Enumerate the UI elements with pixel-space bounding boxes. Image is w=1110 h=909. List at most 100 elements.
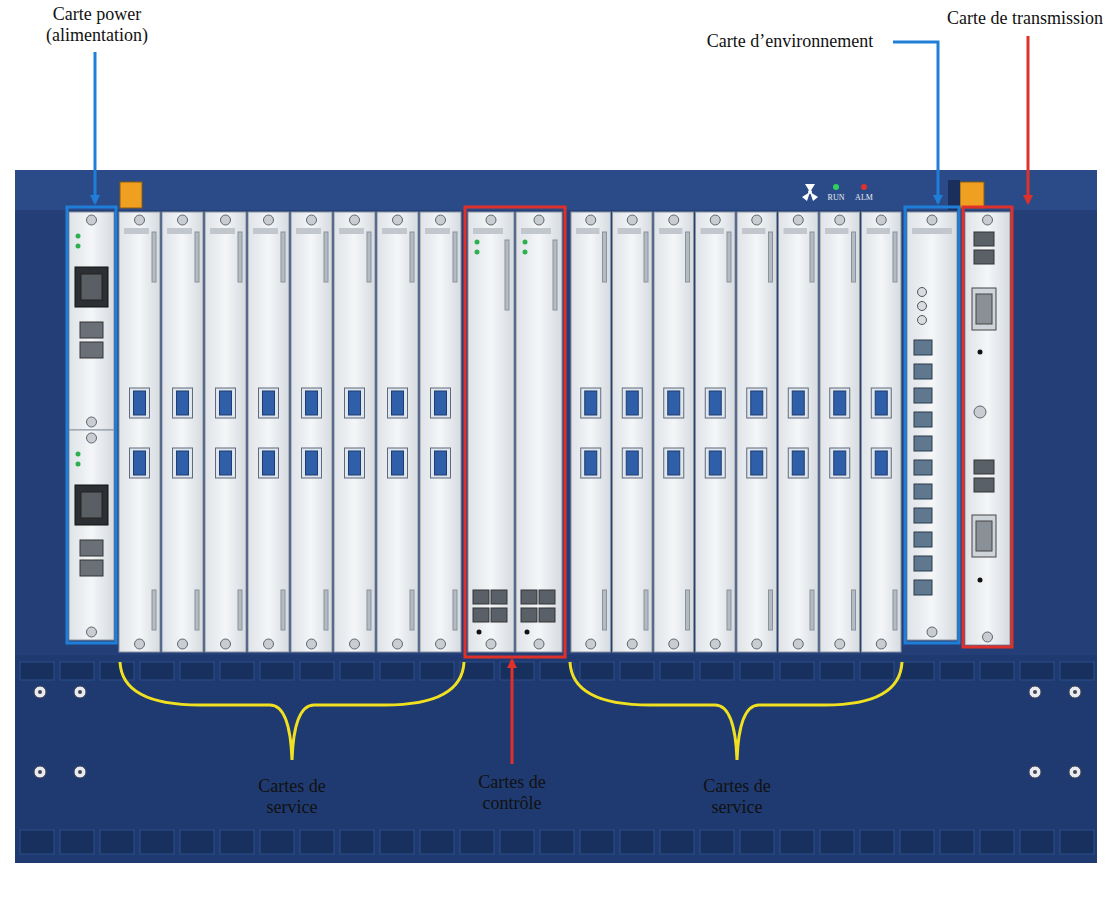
- sfp-port: [875, 451, 887, 475]
- leader-arrow: [1027, 36, 1030, 203]
- card-screw: [436, 639, 446, 649]
- card-screw: [586, 639, 596, 649]
- power-connector: [75, 485, 108, 525]
- port-cage: [259, 388, 279, 418]
- rail-tile: [500, 662, 534, 680]
- rivet: [74, 686, 86, 698]
- sfp-port: [263, 451, 275, 475]
- callout-label: Cartes de service: [677, 776, 797, 817]
- sfp-port: [792, 391, 804, 415]
- rail-tile: [420, 662, 454, 680]
- rj45-port: [80, 540, 103, 556]
- orange-latch: [960, 182, 984, 208]
- power-socket: [81, 492, 102, 518]
- ejector: [644, 590, 648, 630]
- status-led: [475, 250, 480, 255]
- ejector: [603, 232, 607, 282]
- card-screw: [350, 215, 360, 225]
- rail-tile: [380, 662, 414, 680]
- rail-tile: [980, 830, 1014, 854]
- rail-tile: [1020, 830, 1054, 854]
- card-screw: [135, 639, 145, 649]
- yellow-bracket: [120, 662, 464, 760]
- rivet: [1029, 766, 1041, 778]
- card-screw: [534, 639, 544, 649]
- rail-tile: [940, 830, 974, 854]
- card-panel: [696, 212, 736, 652]
- sfp-port: [585, 451, 597, 475]
- ejector: [553, 240, 557, 310]
- rail-tile: [500, 830, 534, 854]
- card-panel: [420, 212, 461, 652]
- sfp-port: [435, 391, 447, 415]
- card-panel: [965, 212, 1010, 645]
- ejector: [686, 590, 690, 630]
- status-led: [76, 234, 81, 239]
- port-cage: [130, 448, 150, 478]
- rail-tile: [60, 662, 94, 680]
- rivet: [34, 686, 46, 698]
- card-screw: [436, 215, 446, 225]
- card-label-plate: [124, 228, 149, 234]
- port-cage: [388, 388, 408, 418]
- sfp-port: [585, 391, 597, 415]
- rivet: [1069, 686, 1081, 698]
- rj45-port: [914, 460, 932, 475]
- rj45-port: [914, 412, 932, 427]
- callout-label: Carte d’environnement: [707, 31, 873, 52]
- card-screw: [876, 639, 886, 649]
- rail-tile: [420, 830, 454, 854]
- ejector: [324, 232, 328, 282]
- rj45-port: [80, 342, 103, 358]
- card-screw: [983, 215, 993, 225]
- rail-tile: [700, 662, 734, 680]
- indicator-label: ALM: [855, 193, 873, 202]
- port-cage: [747, 448, 767, 478]
- rail-tile: [140, 662, 174, 680]
- card-screw: [627, 639, 637, 649]
- rail-tile: [220, 662, 254, 680]
- card-label-plate: [867, 228, 891, 234]
- card-label-plate: [825, 228, 849, 234]
- db-connector: [972, 515, 996, 557]
- rail-tile: [20, 830, 54, 854]
- sfp-port: [834, 451, 846, 475]
- ejector: [893, 232, 897, 282]
- rail-tile: [940, 662, 974, 680]
- leader-arrow: [893, 42, 938, 203]
- rail-tile: [1020, 662, 1054, 680]
- sensor-port: [918, 302, 927, 311]
- leader-arrow: [511, 660, 514, 764]
- orange-latch: [120, 182, 142, 208]
- ejector: [686, 232, 690, 282]
- sfp-port: [177, 391, 189, 415]
- port-cage: [788, 388, 808, 418]
- card-screw: [393, 215, 403, 225]
- rj45-port: [491, 590, 507, 604]
- db-connector: [972, 288, 996, 330]
- card-screw: [350, 639, 360, 649]
- sfp-port: [349, 391, 361, 415]
- db-pins: [976, 521, 992, 551]
- ejector: [727, 590, 731, 630]
- power-outline: [67, 207, 116, 643]
- card-panel: [119, 212, 160, 652]
- port-cage: [830, 448, 850, 478]
- rivet-hole: [78, 690, 82, 694]
- port-cage: [581, 388, 601, 418]
- card-screw: [710, 215, 720, 225]
- ejector: [410, 590, 414, 630]
- card-screw: [307, 639, 317, 649]
- card-label-plate: [296, 228, 321, 234]
- port-cage: [302, 388, 322, 418]
- status-led: [475, 240, 480, 245]
- chassis-frame: [15, 170, 1097, 863]
- rj45-port: [914, 556, 932, 571]
- environment-outline: [905, 207, 959, 643]
- rail-tile: [580, 830, 614, 854]
- rj45-port: [914, 364, 932, 379]
- rail-tile: [300, 830, 334, 854]
- rail-tile: [220, 830, 254, 854]
- port-cage: [830, 388, 850, 418]
- rail-tile: [660, 662, 694, 680]
